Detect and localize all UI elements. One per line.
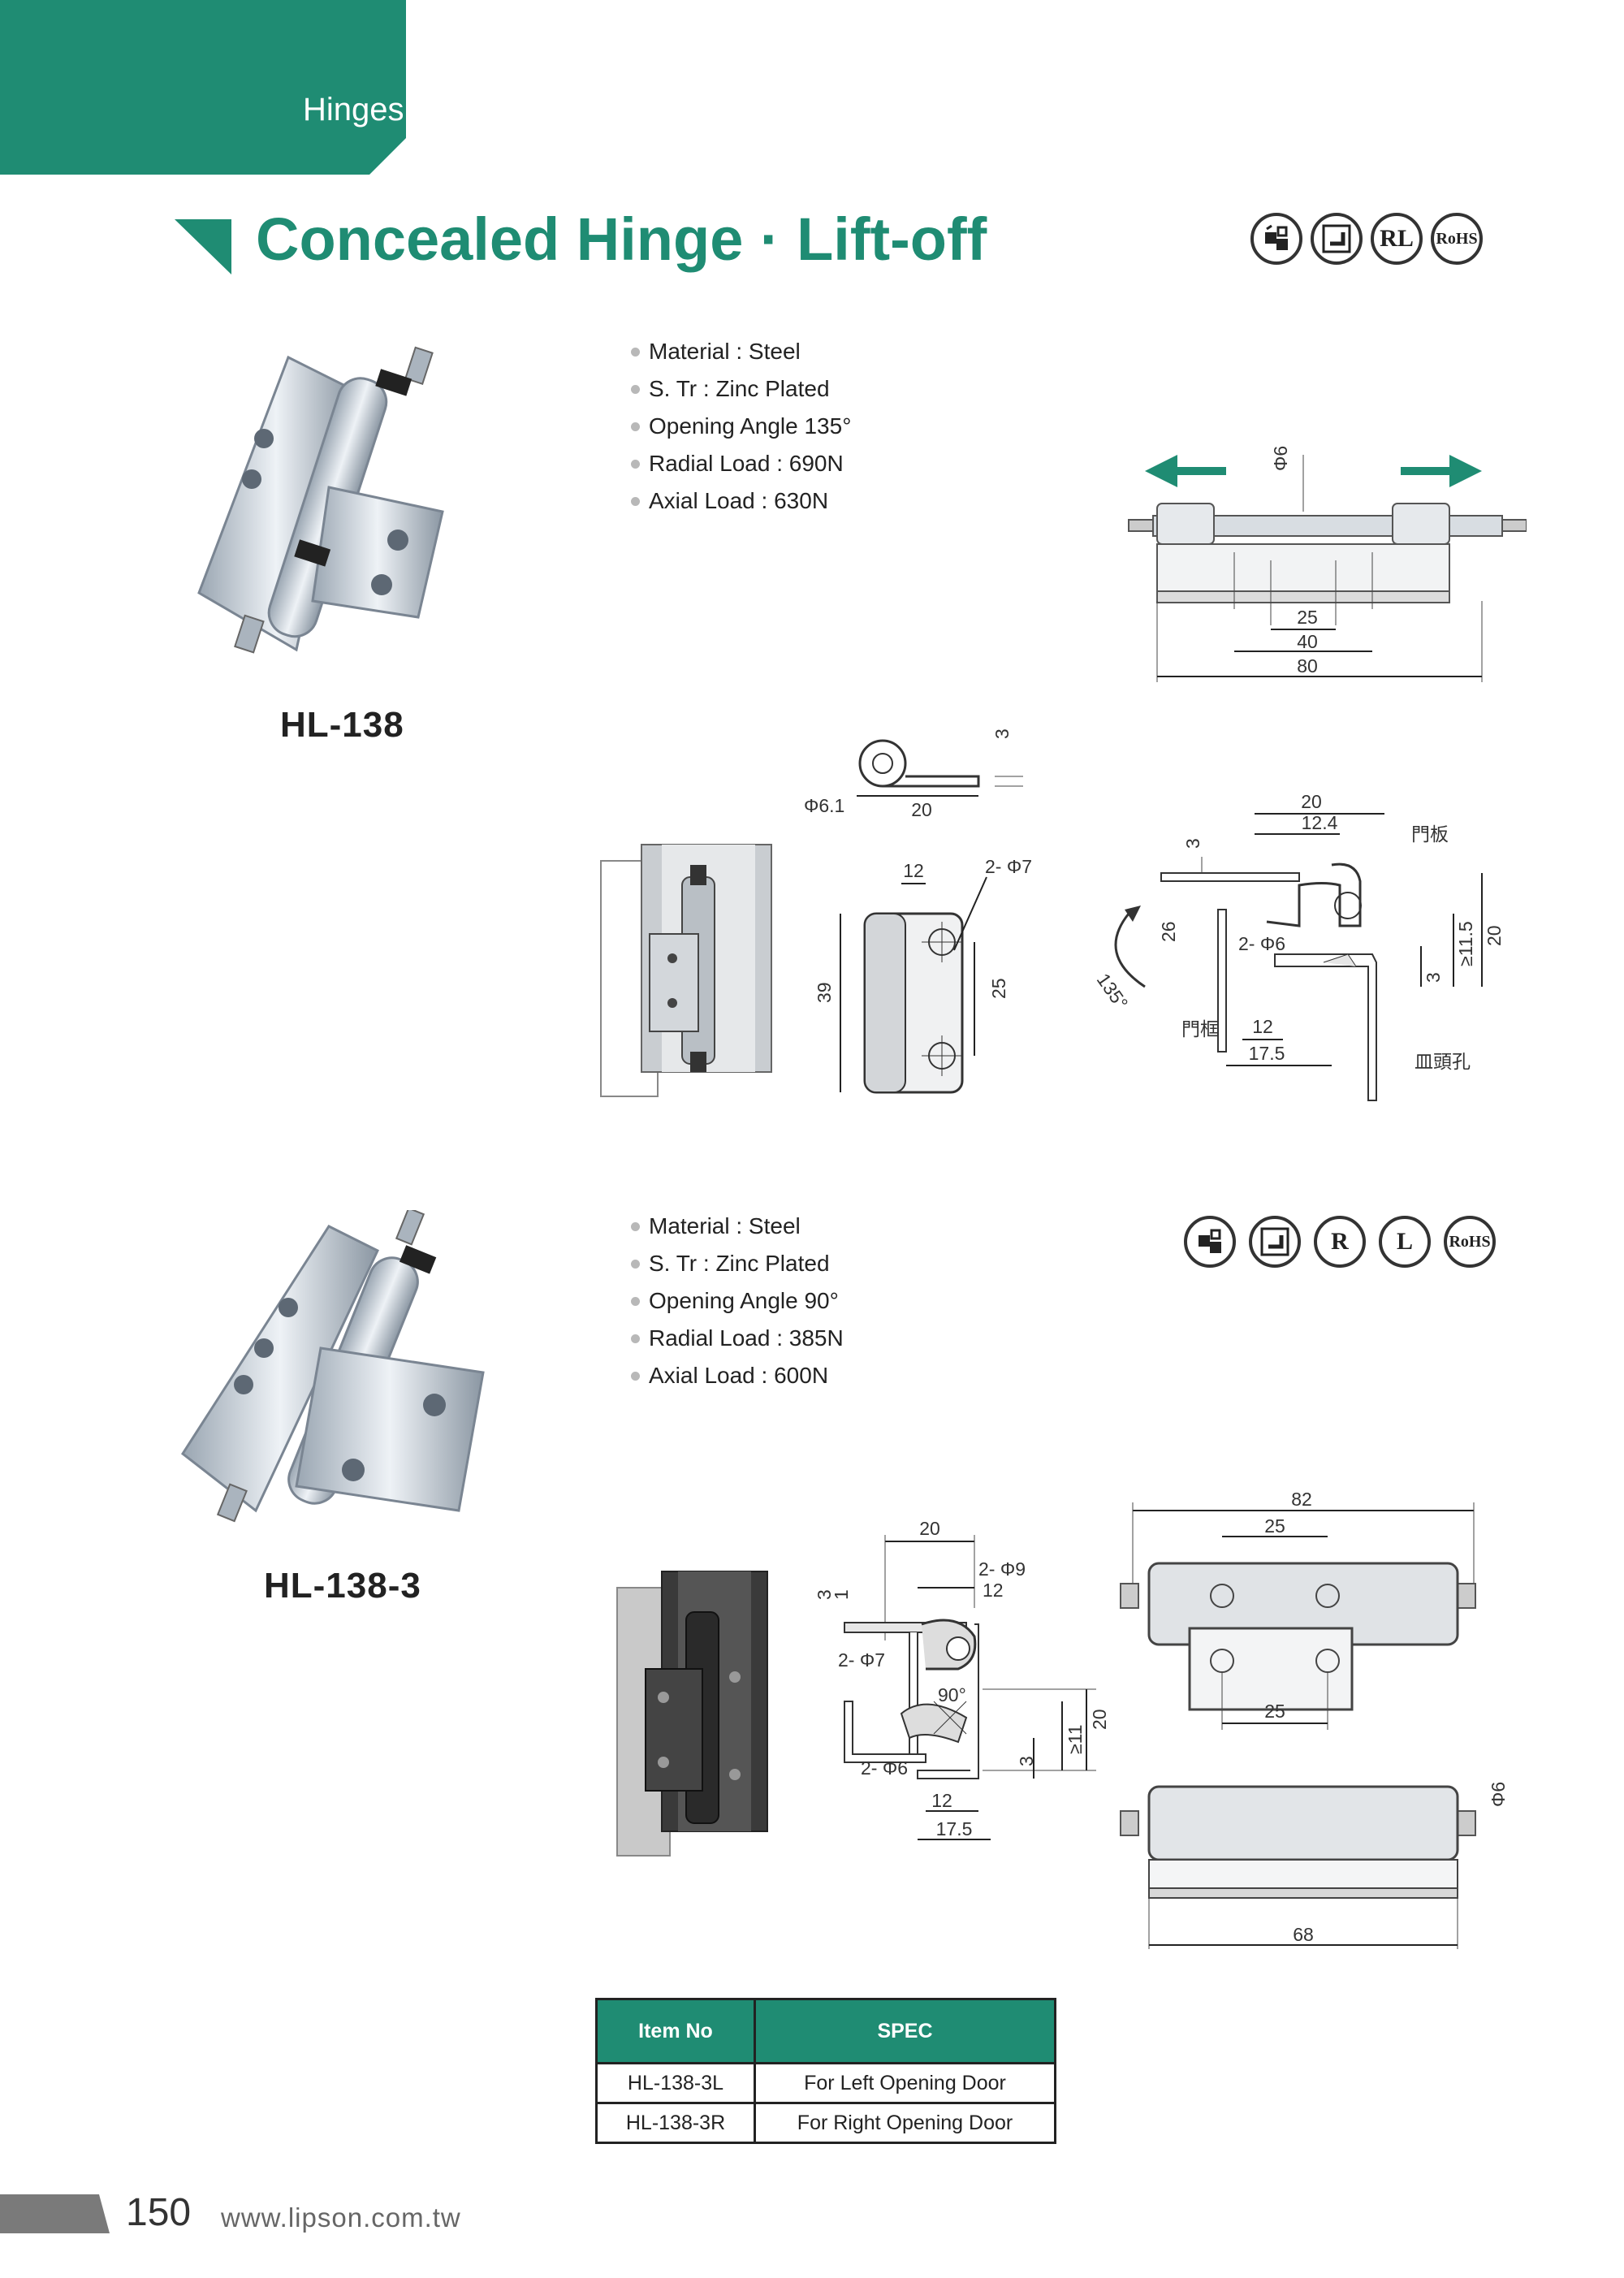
dim-label: 20 — [1089, 1709, 1110, 1730]
dim-label: 20 — [911, 799, 932, 820]
dim-label: 12 — [903, 860, 924, 881]
drawing-liftoff-view-hl-138: 25 40 80 Φ6 — [1128, 446, 1527, 682]
spec-list-hl-138: Material : Steel S. Tr : Zinc Plated Ope… — [629, 333, 851, 520]
dim-label: 2- Φ6 — [861, 1757, 908, 1779]
title-marker-icon — [175, 219, 231, 274]
dim-label: 17.5 — [1249, 1043, 1285, 1064]
dim-label: 20 — [1484, 925, 1505, 946]
dim-label: 25 — [1264, 1515, 1285, 1537]
dim-label: 40 — [1297, 631, 1318, 652]
badge-rohs: RoHS — [1431, 213, 1483, 265]
dim-label: 12.4 — [1302, 812, 1338, 833]
dim-label: 25 — [1297, 607, 1318, 628]
page-number: 150 — [126, 2191, 192, 2234]
dim-label: 2- Φ9 — [978, 1558, 1026, 1580]
dim-label: 皿頭孔 — [1415, 1051, 1471, 1072]
table-cell: HL-138-3R — [595, 2102, 756, 2144]
dim-label: 2- Φ7 — [985, 856, 1032, 877]
badge-rl: RL — [1371, 213, 1423, 265]
spec-item: Axial Load : 630N — [629, 482, 851, 520]
dim-label: 90° — [938, 1684, 966, 1705]
assembly-icon — [1250, 213, 1302, 265]
mounting-icon — [1311, 213, 1363, 265]
model-label-hl-138-3: HL-138-3 — [264, 1566, 421, 1606]
dim-label: 17.5 — [936, 1818, 973, 1839]
dim-label: 2- Φ6 — [1238, 933, 1285, 954]
dim-label: Φ6 — [1488, 1782, 1509, 1807]
dim-label: 20 — [1301, 792, 1322, 812]
dim-label: 1 — [831, 1589, 852, 1600]
mounting-icon — [1249, 1216, 1301, 1268]
spec-item: Material : Steel — [629, 1208, 844, 1245]
badge-r: R — [1314, 1216, 1366, 1268]
mounted-render-hl-138 — [600, 844, 772, 1097]
dim-label: 門板 — [1411, 823, 1449, 845]
spec-item: Radial Load : 690N — [629, 445, 851, 482]
spec-item: Opening Angle 90° — [629, 1282, 844, 1320]
drawing-front-view-hl-138: Φ6.1 20 3 12 2- Φ7 39 25 — [804, 728, 1032, 1094]
drawing-section-view-hl-138-3: 20 2- Φ9 12 90° 3 1 2- Φ7 20 ≥11 3 2- Φ6… — [814, 1519, 1110, 1840]
footer-bar — [0, 2194, 110, 2233]
drawing-top-and-side-view-hl-138-3: 82 25 25 68 Φ6 — [1120, 1489, 1509, 1949]
dim-label: 25 — [1264, 1701, 1285, 1722]
section-tab — [0, 0, 406, 175]
dim-label: 20 — [919, 1519, 940, 1539]
dim-label: 82 — [1291, 1489, 1312, 1510]
hinge-photo-hl-138 — [197, 346, 444, 654]
drawing-section-view-hl-138: 20 12.4 3 門板 26 2- Φ6 ≥11.5 20 3 135° 門框… — [1093, 792, 1505, 1101]
section-tab-label: Hinges — [303, 92, 404, 128]
dim-label: ≥11 — [1065, 1725, 1086, 1755]
spec-item: Material : Steel — [629, 333, 851, 370]
table-row: HL-138-3R For Right Opening Door — [595, 2102, 1056, 2144]
table-cell: HL-138-3L — [595, 2062, 756, 2104]
spec-table: Item No SPEC HL-138-3L For Left Opening … — [595, 1998, 1056, 2144]
spec-item: S. Tr : Zinc Plated — [629, 370, 851, 408]
mounted-render-hl-138-3 — [616, 1571, 768, 1857]
dim-label: 12 — [983, 1580, 1004, 1601]
dim-label: 3 — [1182, 838, 1203, 849]
table-cell: For Left Opening Door — [754, 2062, 1056, 2104]
certification-badges-bottom: R L RoHS — [1184, 1216, 1496, 1268]
spec-item: S. Tr : Zinc Plated — [629, 1245, 844, 1282]
table-row: HL-138-3L For Left Opening Door — [595, 2062, 1056, 2104]
dim-label: 2- Φ7 — [838, 1649, 885, 1671]
assembly-icon — [1184, 1216, 1236, 1268]
dim-label: Φ6 — [1270, 446, 1291, 471]
dim-label: 3 — [991, 728, 1013, 739]
table-header: SPEC — [754, 1998, 1056, 2064]
badge-l: L — [1379, 1216, 1431, 1268]
dim-label: 135° — [1093, 970, 1133, 1014]
dim-label: Φ6.1 — [804, 795, 844, 816]
dim-label: 68 — [1293, 1924, 1314, 1945]
dim-label: 39 — [814, 982, 835, 1003]
badge-rohs: RoHS — [1444, 1216, 1496, 1268]
spec-list-hl-138-3: Material : Steel S. Tr : Zinc Plated Ope… — [629, 1208, 844, 1394]
model-label-hl-138: HL-138 — [280, 705, 404, 745]
arrow-right-icon — [1401, 455, 1482, 487]
dim-label: 12 — [1252, 1016, 1273, 1037]
dim-label: 25 — [988, 978, 1009, 999]
dim-label: ≥11.5 — [1455, 921, 1476, 966]
dim-label: 80 — [1297, 655, 1318, 676]
spec-item: Opening Angle 135° — [629, 408, 851, 445]
hinge-photo-hl-138-3 — [180, 1210, 485, 1523]
arrow-left-icon — [1145, 455, 1226, 487]
spec-item: Radial Load : 385N — [629, 1320, 844, 1357]
dim-label: 3 — [814, 1589, 835, 1600]
rotation-arrow-icon — [1125, 906, 1141, 922]
dim-label: 12 — [931, 1790, 952, 1811]
website-link[interactable]: www.lipson.com.tw — [221, 2202, 461, 2233]
dim-label: 門框 — [1181, 1018, 1219, 1040]
table-cell: For Right Opening Door — [754, 2102, 1056, 2144]
dim-label: 3 — [1016, 1756, 1037, 1766]
certification-badges-top: RL RoHS — [1250, 213, 1483, 265]
spec-item: Axial Load : 600N — [629, 1357, 844, 1394]
table-header: Item No — [595, 1998, 756, 2064]
page-title: Concealed Hinge · Lift-off — [256, 205, 987, 273]
dim-label: 26 — [1158, 921, 1179, 942]
dim-label: 3 — [1423, 972, 1444, 983]
